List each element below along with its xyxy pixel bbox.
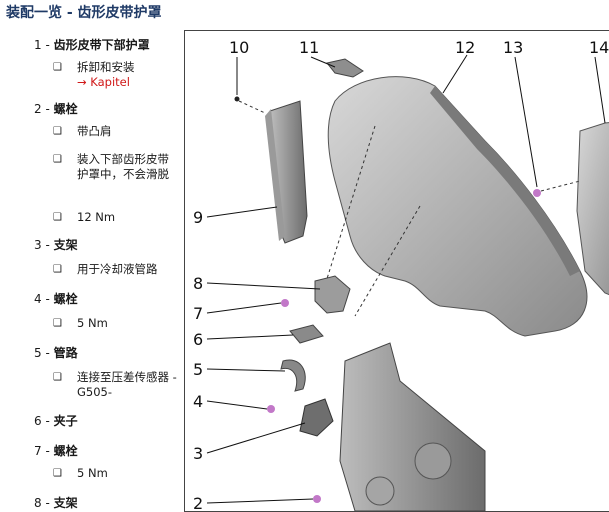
kapitel-link[interactable]: → Kapitel bbox=[77, 75, 130, 89]
holder-3 bbox=[299, 398, 334, 437]
screw-4 bbox=[267, 405, 275, 413]
callout-3: 3 bbox=[193, 444, 203, 463]
legend-item-3: 3 - 支架 bbox=[34, 238, 78, 252]
bullet-icon: ❑ bbox=[53, 372, 62, 383]
legend-item-1: 1 - 齿形皮带下部护罩 bbox=[34, 38, 150, 52]
callout-11: 11 bbox=[299, 38, 319, 57]
callout-2: 2 bbox=[193, 494, 203, 511]
small-bracket bbox=[326, 58, 364, 78]
legend-item-8: 8 - 支架 bbox=[34, 496, 78, 510]
screw-13 bbox=[533, 189, 541, 197]
callout-8: 8 bbox=[193, 274, 203, 293]
callout-7: 7 bbox=[193, 304, 203, 323]
callout-leaders bbox=[206, 54, 606, 504]
callout-12: 12 bbox=[455, 38, 475, 57]
legend-item-7: 7 - 螺栓 bbox=[34, 444, 78, 458]
callout-13: 13 bbox=[503, 38, 523, 57]
screw-7 bbox=[281, 299, 289, 307]
legend-item-4: 4 - 螺栓 bbox=[34, 292, 78, 306]
legend-item-6: 6 - 夹子 bbox=[34, 414, 78, 428]
callout-5: 5 bbox=[193, 360, 203, 379]
callout-6: 6 bbox=[193, 330, 203, 349]
lower-timing-belt-cover bbox=[339, 342, 486, 511]
callout-4: 4 bbox=[193, 392, 203, 411]
legend-item-5: 5 - 管路 bbox=[34, 346, 78, 360]
bullet-icon: ❑ bbox=[53, 154, 62, 165]
clip-6 bbox=[289, 324, 324, 344]
exploded-view-drawing: 10 11 12 13 14 9 8 7 6 5 4 3 2 bbox=[193, 38, 609, 511]
page-title: 装配一览 - 齿形皮带护罩 bbox=[6, 5, 162, 21]
screw-2 bbox=[313, 495, 321, 503]
bullet-icon: ❑ bbox=[53, 264, 62, 275]
upper-timing-belt-cover bbox=[327, 76, 588, 337]
bullet-icon: ❑ bbox=[53, 62, 62, 73]
screw-10 bbox=[234, 96, 240, 102]
exploded-view-figure: 10 11 12 13 14 9 8 7 6 5 4 3 2 bbox=[184, 30, 609, 512]
bullet-icon: ❑ bbox=[53, 212, 62, 223]
right-cover-piece bbox=[576, 122, 609, 296]
pipe-5 bbox=[280, 359, 306, 392]
bullet-icon: ❑ bbox=[53, 318, 62, 329]
callout-14: 14 bbox=[589, 38, 609, 57]
callout-10: 10 bbox=[229, 38, 249, 57]
bullet-icon: ❑ bbox=[53, 126, 62, 137]
bracket-8 bbox=[314, 275, 351, 314]
legend-item-2: 2 - 螺栓 bbox=[34, 102, 78, 116]
bullet-icon: ❑ bbox=[53, 468, 62, 479]
dashed-leader bbox=[319, 125, 376, 302]
callout-9: 9 bbox=[193, 208, 203, 227]
